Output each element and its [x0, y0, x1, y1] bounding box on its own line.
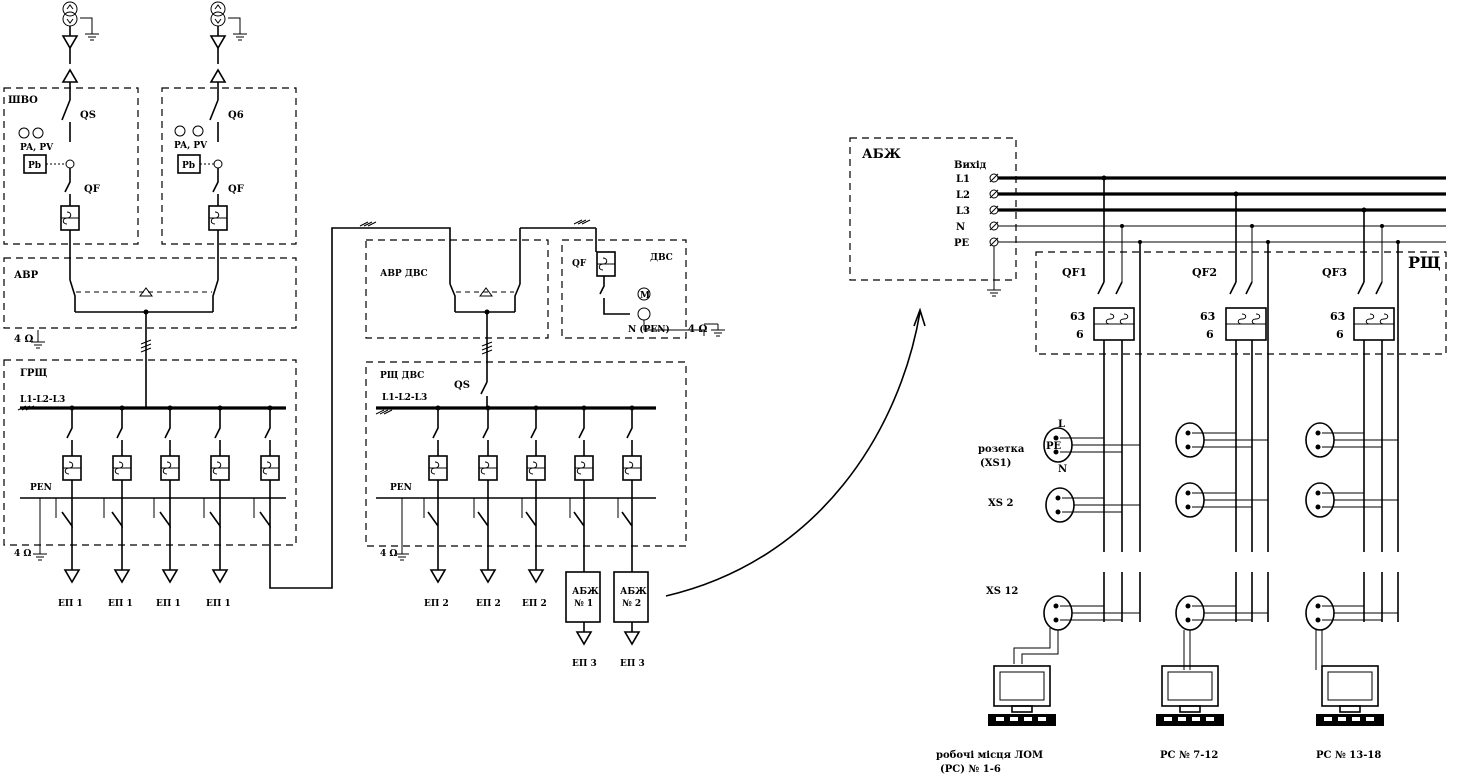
- ground-4ohm-1: 4 Ω: [14, 334, 33, 345]
- motor-label: M: [640, 291, 650, 301]
- workstations-label-1: робочі місця ЛОМ: [936, 750, 1043, 761]
- middle-load-label-3: ЕП 2: [522, 599, 547, 609]
- terminal-pe: PE: [954, 238, 970, 249]
- meters-label-2: PA, PV: [174, 141, 208, 151]
- ups-1-label-2: № 1: [574, 599, 593, 609]
- socket1-label-1: розетка: [978, 444, 1025, 455]
- breaker-3-rating: 63: [1330, 310, 1345, 323]
- breaker-1-name: QF1: [1062, 266, 1087, 279]
- qf2-label: QF: [228, 184, 244, 195]
- socket12-label: XS 12: [986, 586, 1018, 597]
- rsh-dvs-label: РЩ ДВС: [380, 371, 424, 381]
- ups-label: АБЖ: [862, 147, 901, 162]
- load-label-2: ЕП 1: [108, 599, 133, 609]
- meter-icon-2: [174, 125, 223, 174]
- socket-l-label: L: [1058, 419, 1065, 430]
- left-section: ШВО QS Q6 PA, PV Pb PA, PV Pb QF Q: [3, 1, 420, 609]
- ep3-label: ЕП 3: [572, 659, 597, 669]
- ups-output-buses: [998, 176, 1446, 243]
- load-label-1: ЕП 1: [58, 599, 83, 609]
- ups-detail-arrow: [665, 311, 921, 597]
- breaker-2-count: 6: [1206, 328, 1214, 341]
- terminal-l1: L1: [956, 174, 970, 185]
- output-terminals: [986, 173, 1002, 297]
- breaker-group-1: [1093, 175, 1142, 552]
- breaker-3-count: 6: [1336, 328, 1344, 341]
- rsh-pen-label: PEN: [390, 483, 412, 493]
- ups-1-label-1: АБЖ: [572, 587, 599, 597]
- breaker-1-count: 6: [1076, 328, 1084, 341]
- terminal-l2: L2: [956, 190, 970, 201]
- right-section: АБЖ Вихід L1 L2 L3 N PE РЩ: [849, 137, 1447, 775]
- middle-qf-label: QF: [572, 259, 587, 269]
- workstations-label-4: РС № 13-18: [1316, 750, 1381, 761]
- load-label-4: ЕП 1: [206, 599, 231, 609]
- breaker-group-2: [1225, 191, 1270, 552]
- qs2-label: Q6: [228, 110, 244, 121]
- socket-n-label: N: [1058, 464, 1067, 475]
- middle-section: АВР ДВС QF ДВС M N (PEN) 4 Ω РЩ ДВС QS L…: [359, 219, 926, 669]
- ups-1-box: [565, 571, 601, 623]
- pb-label-2: Pb: [182, 161, 195, 171]
- ep3b-label: ЕП 3: [620, 659, 645, 669]
- grsh-feeders: [39, 227, 420, 589]
- grsh-pen-label: PEN: [30, 483, 52, 493]
- middle-ground-4ohm-2: 4 Ω: [380, 549, 397, 559]
- workstation-icon-3: [1315, 665, 1385, 727]
- middle-ground-4ohm: 4 Ω: [688, 324, 707, 335]
- source-icon-1: [61, 1, 100, 100]
- socket-pe-label: PE: [1046, 441, 1062, 452]
- rsh-bus-label: L1-L2-L3: [382, 393, 427, 403]
- meters-label-1: PA, PV: [20, 143, 54, 153]
- middle-load-label-2: ЕП 2: [476, 599, 501, 609]
- ups-box: [849, 137, 1017, 281]
- source-icon-2: [209, 1, 248, 100]
- breaker-2-rating: 63: [1200, 310, 1215, 323]
- workstation-icon-2: [1155, 665, 1225, 727]
- dvs-box: [561, 239, 687, 339]
- avr-dvs-box: [365, 239, 549, 339]
- grsh-bus-label: L1-L2-L3: [20, 395, 65, 405]
- avr-dvs-label: АВР ДВС: [380, 269, 428, 279]
- qf1-label: QF: [84, 184, 100, 195]
- rsh-panel-box: [1035, 251, 1447, 355]
- socket1-label-2: (XS1): [980, 458, 1011, 469]
- qs1-label: QS: [80, 110, 96, 121]
- output-label: Вихід: [954, 160, 987, 171]
- breaker-3-name: QF3: [1322, 266, 1347, 279]
- terminal-n: N: [956, 222, 965, 233]
- grsh-label: ГРЩ: [20, 368, 47, 379]
- ground-4ohm-2: 4 Ω: [14, 549, 31, 559]
- workstations-label-3: РС № 7-12: [1160, 750, 1218, 761]
- n-pen-label: N (PEN): [628, 324, 670, 335]
- rsh-dvs-box: [365, 361, 687, 547]
- ups-2-box: [613, 571, 649, 623]
- pb-label-1: Pb: [28, 161, 41, 171]
- shvo-box-2: [161, 87, 297, 245]
- grsh-box: [3, 359, 297, 546]
- dvs-label: ДВС: [650, 253, 673, 263]
- avr-label: АВР: [14, 270, 39, 281]
- avr-box: [3, 257, 297, 329]
- breaker-1-rating: 63: [1070, 310, 1085, 323]
- panel-label: РЩ: [1408, 253, 1441, 272]
- middle-load-label-1: ЕП 2: [424, 599, 449, 609]
- workstations-label-2: (РС) № 1-6: [940, 764, 1001, 775]
- ups-2-label-1: АБЖ: [620, 587, 647, 597]
- load-label-3: ЕП 1: [156, 599, 181, 609]
- shvo-label: ШВО: [8, 95, 38, 106]
- rsh-feeders: [423, 405, 642, 584]
- ups-2-label-2: № 2: [622, 599, 641, 609]
- middle-qs-label: QS: [454, 380, 470, 391]
- workstation-icon-1: [987, 665, 1057, 727]
- socket2-label: XS 2: [988, 498, 1013, 509]
- socket-rows: [1013, 422, 1399, 670]
- motor-icon: [637, 287, 651, 301]
- shvo-box-1: [3, 87, 139, 245]
- terminal-l3: L3: [956, 206, 970, 217]
- breaker-2-name: QF2: [1192, 266, 1217, 279]
